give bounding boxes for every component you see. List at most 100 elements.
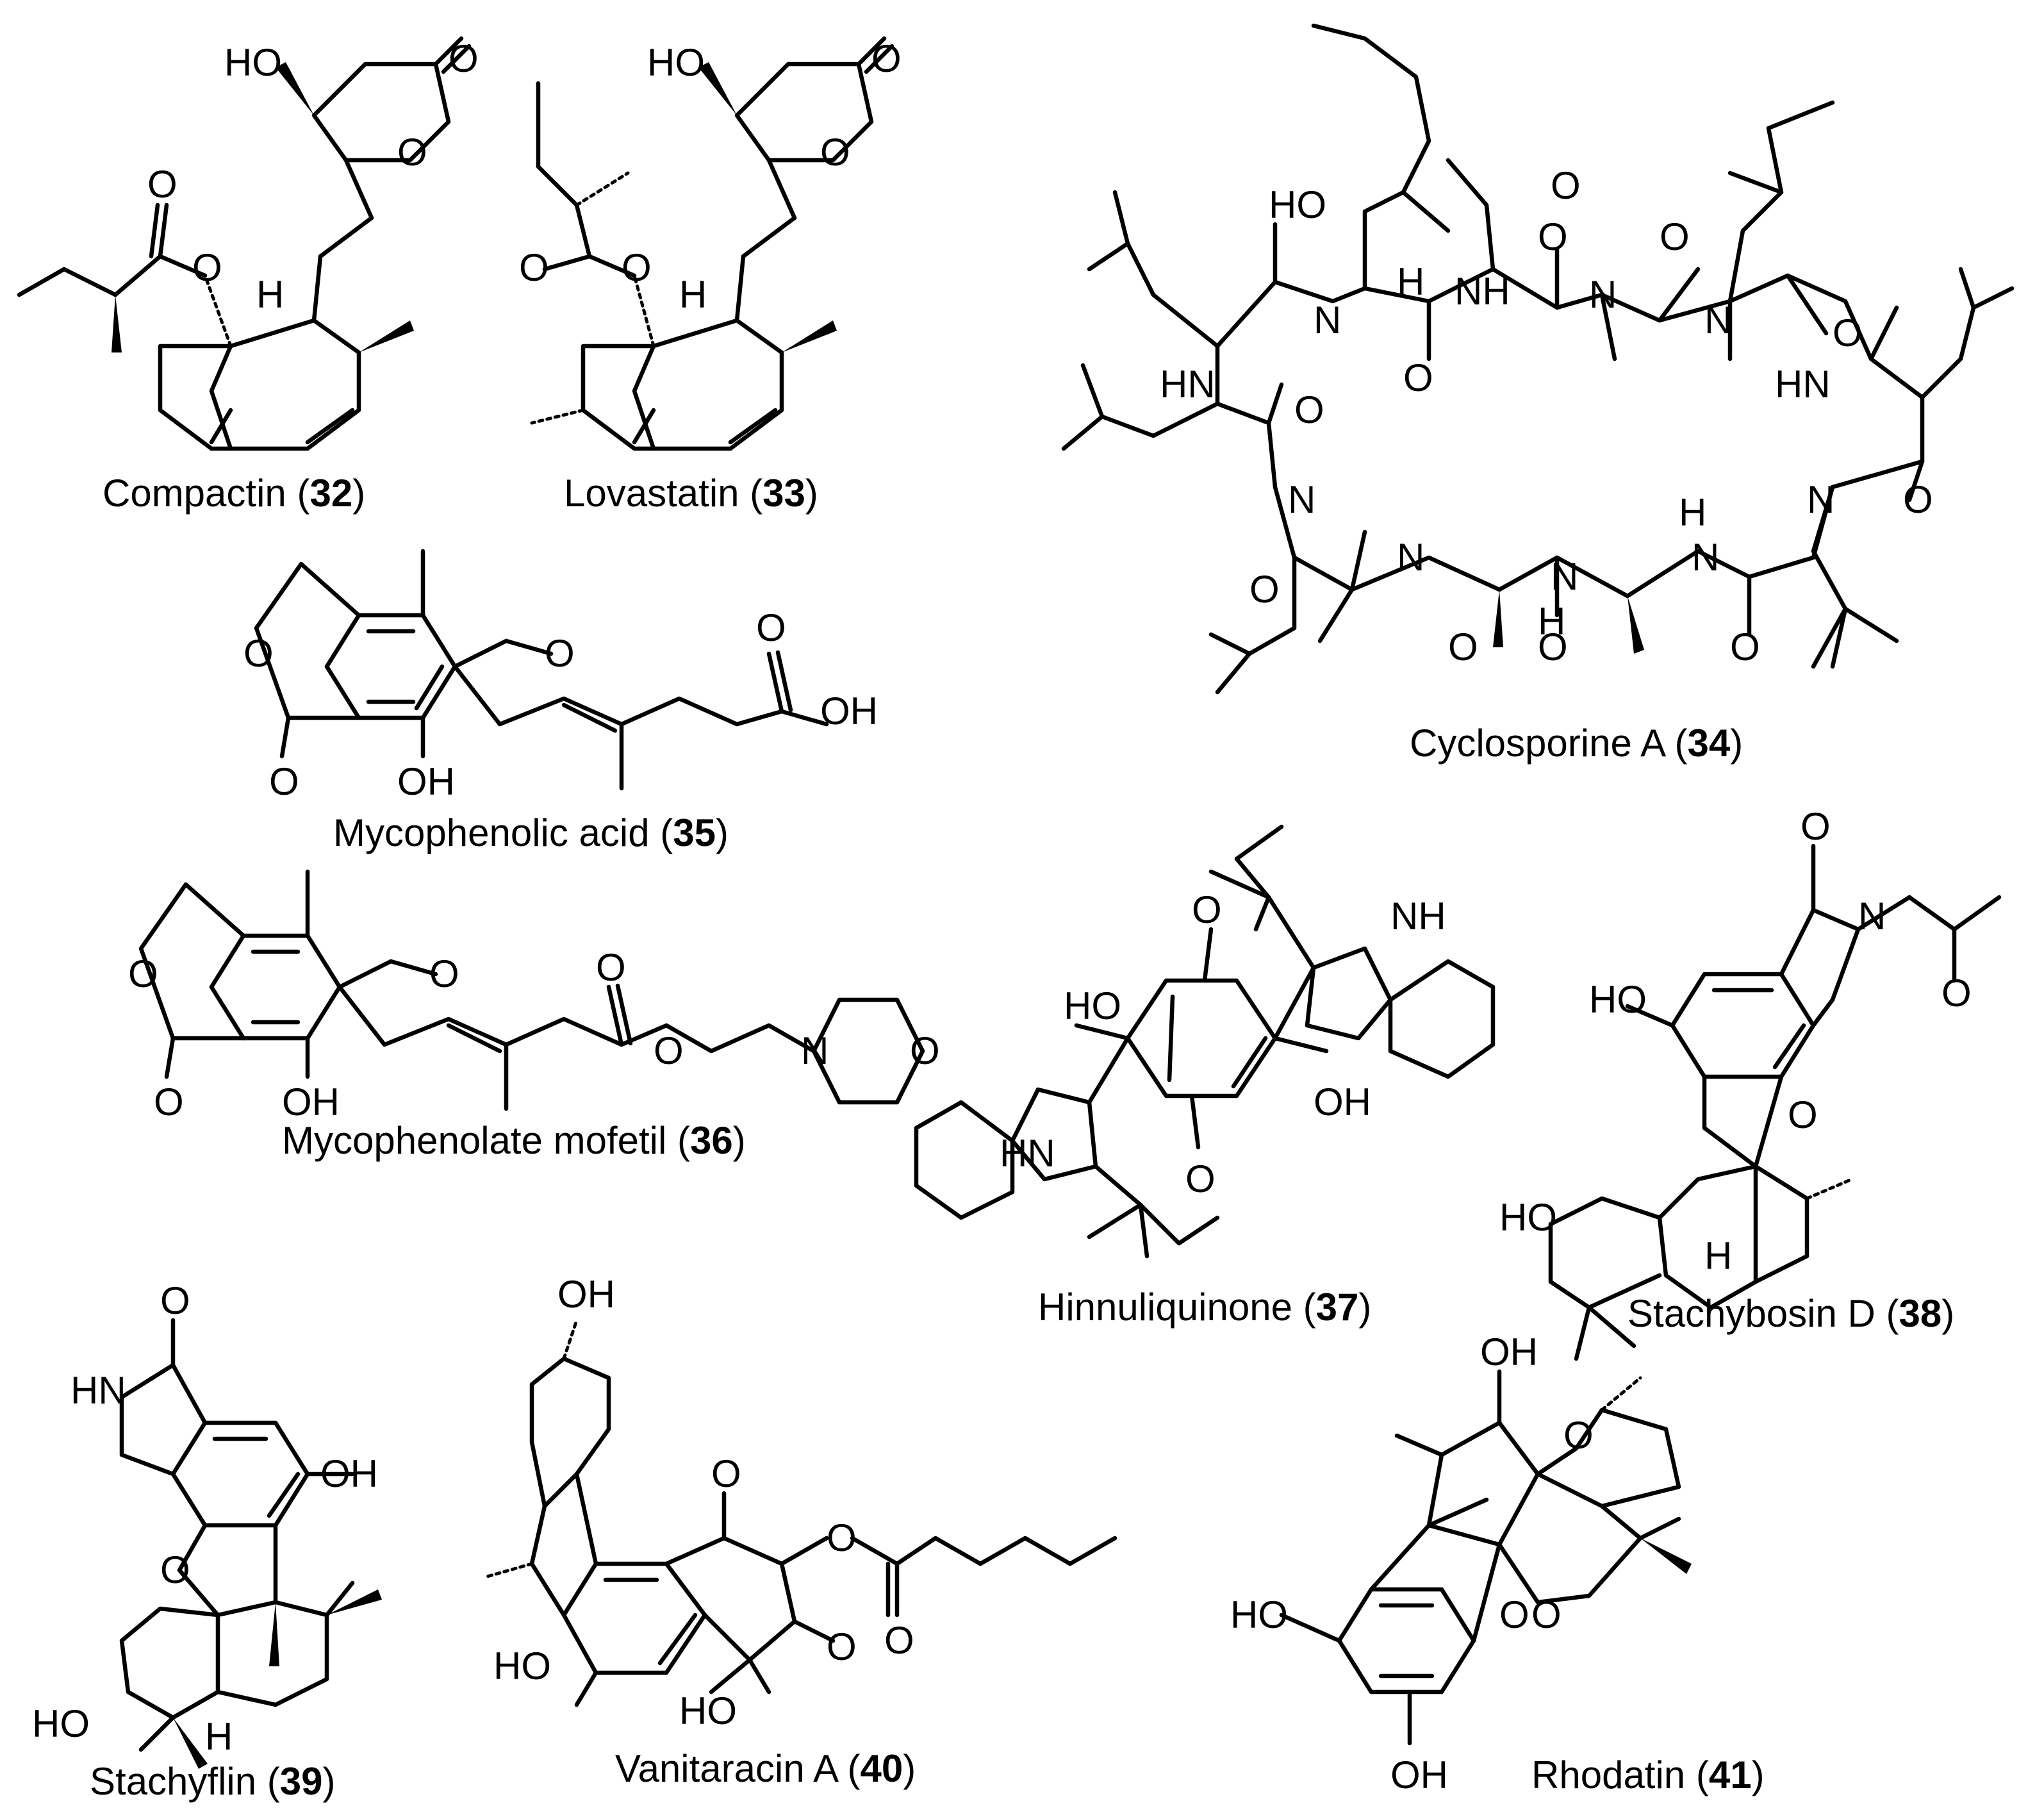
atom-label: HO (1269, 183, 1326, 226)
atom-label: H (1704, 1234, 1732, 1277)
atom-label: OH (397, 760, 455, 803)
caption-stachyflin: Stachyflin (39) (90, 1760, 336, 1803)
atom-label: O (756, 606, 786, 649)
atom-label: H (1538, 600, 1565, 643)
atom-label: O (827, 1516, 857, 1559)
atom-label: HO (679, 1689, 737, 1732)
atom-label: O (596, 946, 626, 989)
atom-label: O (1499, 1593, 1529, 1636)
caption-hinnuliquinone: Hinnuliquinone (37) (1038, 1286, 1371, 1329)
caption-lovastatin: Lovastatin (33) (564, 472, 818, 515)
atom-label: O (192, 246, 222, 289)
structure-rhodatin: OH O O O HO OH Rhodatin (41) (1230, 1330, 1765, 1796)
atom-label: N (1397, 536, 1424, 579)
atom-label: HO (1589, 978, 1647, 1021)
atom-label: HO (224, 41, 282, 84)
structure-hinnuliquinone: O O HO OH NH HN Hinnuliquinone (37) (914, 824, 1496, 1329)
atom-label: O (128, 952, 158, 995)
atom-label: OH (557, 1273, 615, 1316)
caption-vanitaracin-a: Vanitaracin A (40) (615, 1747, 916, 1790)
atom-label: O (1448, 626, 1478, 668)
atom-label: OH (1480, 1330, 1538, 1373)
caption-mycophenolic-acid: Mycophenolic acid (35) (333, 811, 729, 854)
atom-label: O (160, 1548, 190, 1591)
atom-label: N (1858, 895, 1886, 938)
atom-label: HN (1775, 363, 1831, 406)
atom-label: O (1294, 388, 1324, 431)
atom-label: HN (1160, 363, 1216, 406)
structure-mycophenolic-acid: O O O OH O OH Mycophenolic acid (35) (243, 549, 878, 854)
atom-label: OH (320, 1452, 378, 1495)
atom-label: O (820, 131, 850, 174)
caption-compactin: Compactin (32) (103, 472, 365, 515)
caption-stachybosin-d: Stachybosin D (38) (1628, 1292, 1954, 1335)
atom-label: O (154, 1081, 184, 1123)
atom-label: HN (1000, 1132, 1055, 1175)
atom-label: N (1692, 536, 1719, 579)
atom-label: H (679, 273, 707, 316)
atom-label: HO (493, 1645, 551, 1687)
atom-label: N (1288, 478, 1315, 521)
atom-label: N (801, 1029, 828, 1072)
atom-label: OH (820, 690, 878, 733)
atom-label: N (1589, 273, 1617, 316)
atom-label: NH (1390, 895, 1446, 938)
atom-label: O (884, 1619, 914, 1662)
caption-mycophenolate-mofetil: Mycophenolate mofetil (36) (282, 1119, 746, 1162)
structure-stachyflin: O HN OH O HO H Stachyflin (39) (32, 1279, 382, 1803)
atom-label: N (1551, 555, 1578, 598)
atom-label: O (519, 246, 549, 289)
atom-label: O (1941, 972, 1972, 1015)
atom-label: HO (647, 41, 705, 84)
atom-label: H (205, 1715, 233, 1758)
atom-label: O (871, 37, 902, 80)
atom-label: O (1185, 1157, 1216, 1200)
atom-label: O (160, 1279, 190, 1322)
atom-label: O (1551, 164, 1581, 207)
atom-label: N (1704, 299, 1732, 342)
atom-label: HN (70, 1369, 126, 1412)
atom-label: HO (32, 1702, 90, 1745)
atom-label: O (1660, 215, 1690, 258)
atom-label: O (1788, 1093, 1818, 1136)
atom-label: OH (1314, 1081, 1371, 1123)
atom-label: O (545, 632, 575, 675)
atom-label: O (1833, 311, 1863, 354)
caption-cyclosporine-a: Cyclosporine A (34) (1410, 722, 1743, 765)
atom-label: O (1730, 626, 1760, 668)
atom-label: H (1679, 491, 1706, 534)
atom-label: O (1801, 805, 1831, 848)
atom-label: O (397, 131, 427, 174)
atom-label: N (1807, 478, 1834, 521)
atom-label: HO (1230, 1593, 1288, 1636)
atom-label: O (622, 246, 652, 289)
structure-vanitaracin-a: OH O O O O HO HO Vanitaracin A (40) (485, 1273, 1117, 1790)
structure-lovastatin: HO O O O O H Lovastatin (33) (519, 36, 902, 515)
caption-rhodatin: Rhodatin (41) (1531, 1753, 1765, 1796)
atom-label: HO (1499, 1196, 1557, 1239)
atom-label: O (1538, 215, 1568, 258)
atom-label: O (449, 37, 479, 80)
atom-label: HO (1064, 984, 1121, 1027)
structure-mycophenolate-mofetil: O O O OH O O N O Mycophenolate mofetil (… (128, 869, 940, 1162)
structure-cyclosporine-a: HO O H NH N N N HN N N H N H N N HN O O … (1061, 23, 2015, 765)
atom-label: O (1563, 1414, 1594, 1457)
atom-label: O (1538, 626, 1568, 668)
atom-label: O (1903, 478, 1933, 521)
structure-stachybosin-d: HO O N O O HO H Stachybosin D (38) (1499, 805, 2002, 1361)
atom-label: H (1397, 260, 1424, 303)
atom-label: NH (1455, 270, 1510, 313)
atom-label: O (147, 163, 177, 206)
atom-label: O (711, 1452, 741, 1495)
atom-label: O (269, 760, 299, 803)
atom-label: O (827, 1625, 857, 1668)
atom-label: O (654, 1029, 684, 1072)
atom-label: H (256, 273, 284, 316)
atom-label: O (910, 1029, 940, 1072)
atom-label: O (243, 632, 274, 675)
atom-label: O (1249, 568, 1280, 611)
atom-label: OH (1390, 1753, 1448, 1796)
structure-compactin: HO O O O O H Compactin (32) (17, 36, 479, 515)
atom-label: OH (282, 1081, 340, 1123)
